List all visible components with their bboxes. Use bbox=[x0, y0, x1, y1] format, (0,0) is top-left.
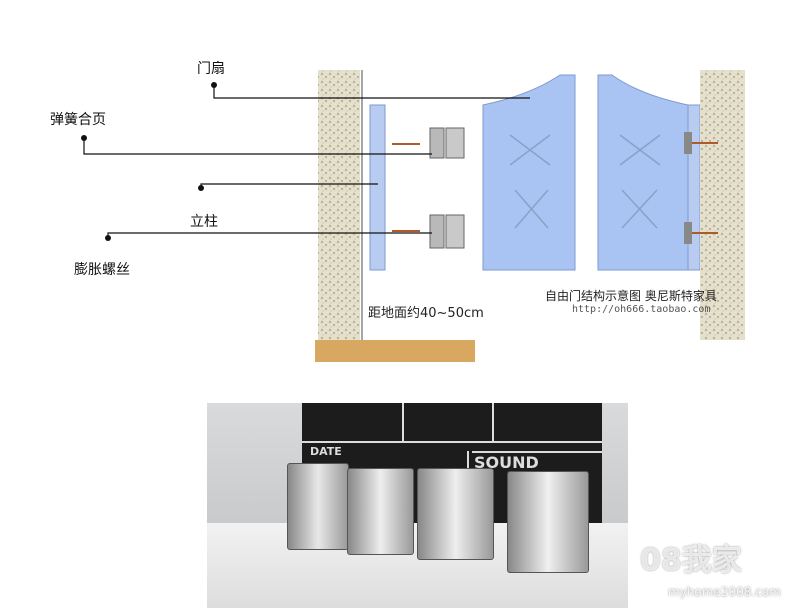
height-note: 距地面约40~50cm bbox=[368, 306, 484, 321]
diagram-caption: 自由门结构示意图 奥尼斯特家具 bbox=[545, 289, 717, 303]
label-spring-hinge: 弹簧合页 bbox=[50, 112, 106, 128]
label-post: 立柱 bbox=[190, 214, 218, 230]
shop-url: http://oh666.taobao.com bbox=[572, 304, 711, 315]
hinge-1 bbox=[287, 463, 349, 550]
left-door-leaf bbox=[482, 74, 576, 271]
leader-lines bbox=[83, 85, 530, 238]
label-door-leaf: 门扇 bbox=[197, 61, 225, 77]
right-hinge-bottom bbox=[684, 222, 692, 244]
label-expansion-screw: 膨胀螺丝 bbox=[74, 262, 130, 278]
right-post bbox=[687, 104, 701, 271]
board-date-text: DATE bbox=[310, 445, 342, 458]
post bbox=[369, 104, 386, 271]
leader-dots bbox=[81, 82, 217, 241]
hinge-2 bbox=[347, 468, 414, 555]
hinge-3 bbox=[417, 468, 494, 560]
right-door-leaf bbox=[597, 74, 689, 271]
floor bbox=[315, 340, 475, 362]
board-sound-text: SOUND bbox=[474, 453, 539, 472]
door-cross-pattern bbox=[509, 134, 661, 229]
right-hinge-top bbox=[684, 132, 692, 154]
hinge-photo: DATE SOUND bbox=[207, 403, 628, 608]
left-wall bbox=[318, 70, 360, 340]
watermark-site: myhome2008.com bbox=[668, 585, 781, 599]
hinge-bottom bbox=[429, 214, 465, 249]
right-wall bbox=[700, 70, 745, 340]
hinge-4 bbox=[507, 471, 589, 573]
watermark-logo: 08我家 bbox=[640, 543, 742, 578]
hinge-top bbox=[429, 127, 465, 159]
